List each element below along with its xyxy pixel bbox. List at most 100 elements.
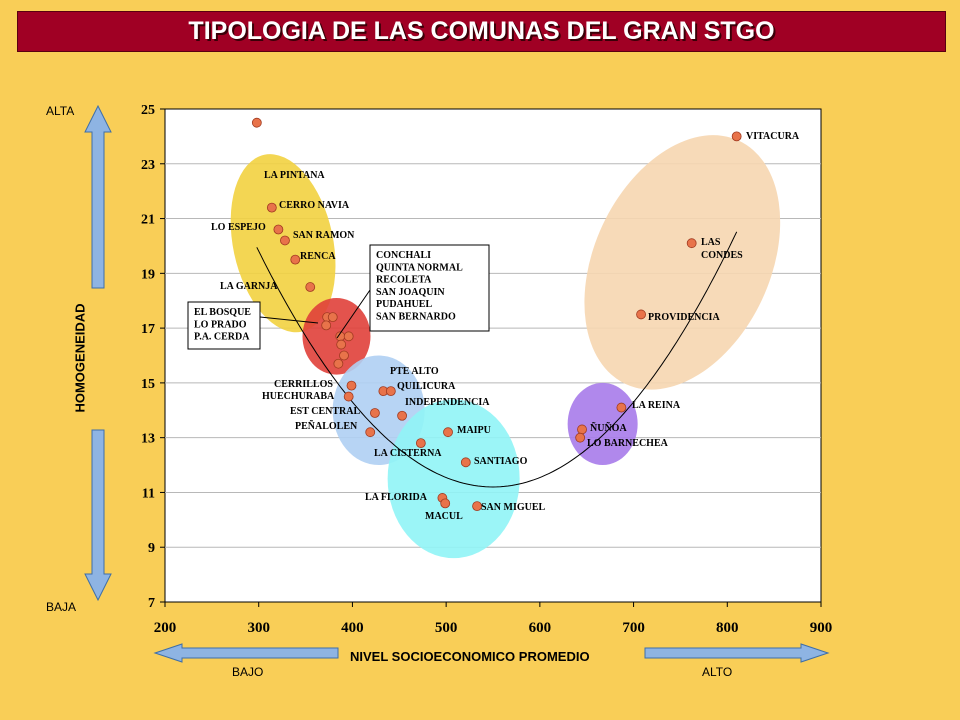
- data-point: [290, 254, 301, 265]
- x-high-label: ALTO: [702, 665, 733, 679]
- y-tick-label: 15: [141, 377, 155, 392]
- y-tick-label: 25: [141, 103, 155, 118]
- point-label: VITACURA: [746, 131, 800, 142]
- data-point: [321, 320, 332, 331]
- point-label: LAS: [701, 237, 721, 248]
- data-point: [336, 339, 347, 350]
- y-tick-label: 7: [148, 596, 155, 611]
- callout-line: SAN BERNARDO: [376, 312, 456, 323]
- callout-line: EL BOSQUE: [194, 307, 251, 318]
- data-point: [305, 282, 316, 292]
- x-low-label: BAJO: [232, 665, 264, 679]
- y-high-label: ALTA: [46, 104, 75, 118]
- data-point: [346, 380, 357, 391]
- y-tick-label: 21: [141, 213, 155, 228]
- data-point: [636, 309, 646, 320]
- point-label: EST CENTRAL: [290, 406, 360, 417]
- callout-line: RECOLETA: [376, 275, 432, 286]
- point-label: LO BARNECHEA: [587, 438, 669, 449]
- data-point: [575, 432, 586, 443]
- callout-box: [369, 244, 490, 332]
- point-label: LA GARNJA: [220, 281, 278, 292]
- right-arrow-icon: [644, 643, 830, 663]
- group-ellipse: [584, 135, 781, 390]
- point-label: PEÑALOLEN: [295, 420, 358, 432]
- data-point: [443, 427, 453, 438]
- data-point: [339, 350, 349, 361]
- point-label: SANTIAGO: [474, 456, 528, 467]
- point-label: LA FLORIDA: [365, 492, 428, 503]
- data-point: [327, 312, 338, 323]
- y-tick-label: 23: [141, 158, 155, 173]
- callout-line: QUINTA NORMAL: [376, 262, 463, 273]
- callout-leader: [259, 316, 319, 324]
- callout-line: PUDAHUEL: [376, 299, 432, 310]
- callout-line: SAN JOAQUIN: [376, 287, 445, 298]
- y-low-label: BAJA: [46, 600, 77, 614]
- point-label: LA REINA: [632, 400, 681, 411]
- point-label: CONDES: [701, 250, 743, 261]
- x-axis-title: NIVEL SOCIOECONOMICO PROMEDIO: [350, 649, 590, 664]
- x-tick-label: 700: [622, 620, 645, 636]
- data-point: [266, 202, 277, 213]
- x-tick-label: 600: [529, 620, 552, 636]
- callout-box: [187, 301, 261, 350]
- y-tick-label: 17: [141, 322, 155, 337]
- down-arrow-icon: [84, 429, 112, 602]
- data-point: [440, 498, 451, 509]
- data-point: [333, 358, 344, 369]
- point-label: HUECHURABA: [262, 391, 335, 402]
- up-arrow-icon: [84, 104, 112, 289]
- y-tick-label: 9: [148, 541, 155, 556]
- point-label: LO ESPEJO: [211, 222, 266, 233]
- data-point: [616, 402, 627, 413]
- x-tick-label: 200: [154, 620, 177, 636]
- data-point: [273, 224, 284, 235]
- point-label: SAN MIGUEL: [481, 502, 546, 513]
- data-point: [397, 410, 407, 421]
- callout-line: CONCHALI: [376, 250, 431, 261]
- callout-line: P.A. CERDA: [194, 332, 250, 343]
- point-label: MACUL: [425, 511, 463, 522]
- x-tick-label: 300: [247, 620, 270, 636]
- point-label: LA PINTANA: [264, 170, 325, 181]
- callout-line: LO PRADO: [194, 319, 247, 330]
- title-bar: TIPOLOGIA DE LAS COMUNAS DEL GRAN STGO: [17, 11, 946, 52]
- data-point: [370, 408, 380, 418]
- point-label: INDEPENDENCIA: [405, 397, 490, 408]
- data-point: [415, 438, 426, 449]
- point-label: PTE ALTO: [390, 366, 439, 377]
- y-tick-label: 19: [141, 267, 155, 282]
- data-point: [731, 131, 742, 142]
- point-label: QUILICURA: [397, 381, 456, 392]
- point-label: MAIPU: [457, 425, 491, 436]
- point-label: CERRO NAVIA: [279, 200, 350, 211]
- data-point: [460, 457, 471, 468]
- chart-title: TIPOLOGIA DE LAS COMUNAS DEL GRAN STGO: [188, 17, 775, 45]
- point-label: RENCA: [300, 251, 336, 262]
- callout-leader: [336, 289, 371, 339]
- data-point: [472, 501, 482, 512]
- data-point: [343, 331, 354, 342]
- point-label: CERRILLOS: [274, 379, 333, 390]
- point-label: SAN RAMON: [293, 230, 355, 241]
- x-tick-label: 800: [716, 620, 739, 636]
- y-tick-label: 11: [142, 486, 155, 501]
- point-label: PROVIDENCIA: [648, 312, 720, 323]
- data-point: [385, 386, 396, 397]
- trendline: [256, 231, 738, 488]
- data-point: [343, 391, 354, 402]
- data-point: [686, 238, 697, 249]
- data-point: [251, 117, 262, 128]
- y-axis-title: HOMOGENEIDAD: [72, 303, 88, 413]
- data-point: [365, 427, 376, 438]
- data-point: [577, 424, 587, 435]
- group-ellipse: [387, 399, 520, 559]
- x-tick-label: 400: [341, 620, 364, 636]
- x-tick-label: 500: [435, 620, 458, 636]
- point-label: ÑUÑOA: [590, 422, 627, 434]
- x-tick-label: 900: [810, 620, 833, 636]
- y-tick-label: 13: [141, 432, 155, 447]
- data-point: [280, 235, 290, 246]
